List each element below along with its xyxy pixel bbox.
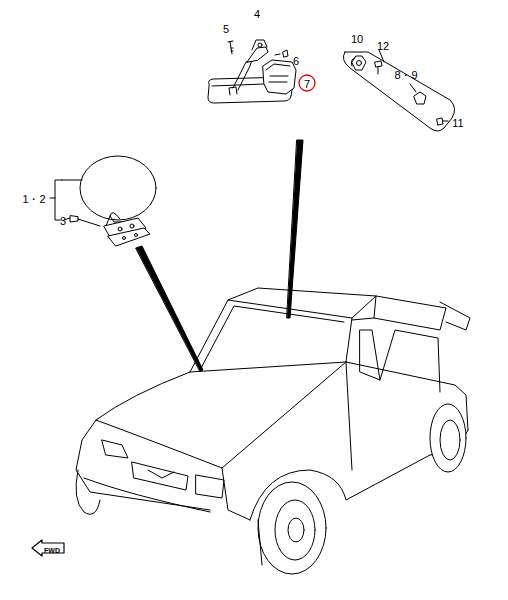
car-outline xyxy=(76,288,470,574)
callout-number: 1・2 xyxy=(22,189,45,207)
label-text: 3 xyxy=(60,215,66,227)
forward-arrow xyxy=(32,540,64,556)
label-text: 7 xyxy=(304,78,310,90)
label-text: 6 xyxy=(293,55,299,67)
callout-number: 11 xyxy=(452,113,463,131)
side-mirror xyxy=(64,156,156,246)
label-text: FWD xyxy=(44,547,60,554)
highlight-circle xyxy=(299,75,315,91)
label-text: 4 xyxy=(254,8,260,20)
label-text: 5 xyxy=(223,23,229,35)
sun-visor xyxy=(343,52,454,131)
direction-label: FWD xyxy=(44,539,60,557)
mirror-cover xyxy=(263,60,296,94)
callout-number: 3 xyxy=(60,211,66,229)
label-text: 11 xyxy=(452,117,463,129)
callout-number: 5 xyxy=(223,19,229,37)
screw xyxy=(275,50,288,57)
callout-number: 6 xyxy=(293,51,299,69)
label-text: 1・2 xyxy=(22,193,45,205)
callout-number: 10 xyxy=(351,29,363,47)
label-text: 12 xyxy=(377,40,389,52)
callout-number: 7 xyxy=(304,74,310,92)
callout-number: 4 xyxy=(254,4,260,22)
callout-number: 8・9 xyxy=(394,65,417,83)
leader-wedge xyxy=(136,246,203,371)
callout-number: 12 xyxy=(377,36,389,54)
label-text: 8・9 xyxy=(394,69,417,81)
label-text: 10 xyxy=(351,33,363,45)
